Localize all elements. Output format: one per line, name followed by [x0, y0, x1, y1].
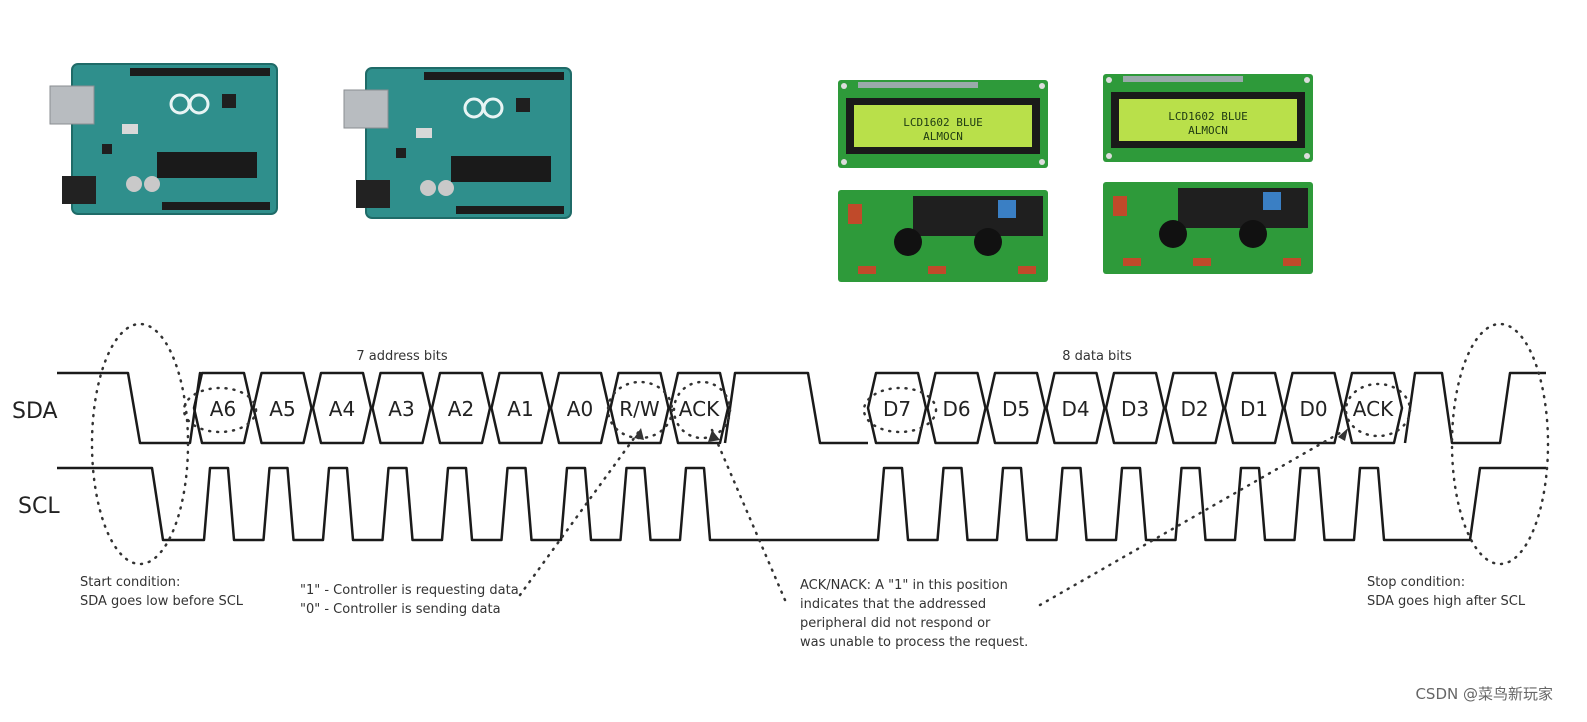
svg-text:SDA goes high after SCL: SDA goes high after SCL	[1367, 594, 1526, 609]
rw-arrow	[518, 428, 642, 597]
data-cell	[1164, 371, 1225, 445]
address-cell	[490, 371, 551, 445]
svg-text:peripheral did not respond or: peripheral did not respond or	[800, 616, 991, 631]
address-bit-label: A5	[269, 397, 295, 421]
data-bit-label: D3	[1121, 397, 1149, 421]
sda-label: SDA	[12, 399, 58, 424]
address-bit-label: A2	[448, 397, 474, 421]
stop-condition-marker	[1450, 322, 1550, 566]
ack-2-highlight	[1344, 382, 1412, 438]
address-cell	[192, 371, 254, 445]
address-bit-label: A4	[329, 397, 355, 421]
start-condition-note: Start condition: SDA goes low before SCL	[80, 575, 244, 609]
address-cell	[430, 371, 492, 445]
data-cell	[1223, 371, 1285, 445]
svg-text:Start condition:: Start condition:	[80, 575, 180, 590]
data-bit-label: D6	[942, 397, 970, 421]
svg-text:was unable to process the requ: was unable to process the request.	[800, 635, 1028, 650]
address-bit-label: A0	[567, 397, 593, 421]
lcd-module-2-back	[1103, 182, 1313, 274]
address-cell	[668, 371, 730, 445]
lcd-2-line-1: LCD1602 BLUE	[1168, 110, 1247, 123]
lcd-1-line-2: ALMOCN	[923, 130, 963, 143]
ack-nack-note: ACK/NACK: A "1" in this position indicat…	[800, 578, 1028, 650]
sda-waveform	[57, 371, 1546, 445]
data-bit-label: D1	[1240, 397, 1268, 421]
address-bit-labels: A6 A5 A4 A3 A2 A1 A0 R/W ACK	[210, 397, 720, 421]
start-condition-marker	[90, 322, 190, 566]
lcd-module-2-front: LCD1602 BLUE ALMOCN	[1103, 74, 1313, 162]
data-bit-label: D7	[883, 397, 911, 421]
arduino-uno-board-1	[48, 62, 279, 216]
data-bit-label: ACK	[1353, 397, 1394, 421]
data-bit-label: D0	[1299, 397, 1327, 421]
svg-text:SDA goes low before SCL: SDA goes low before SCL	[80, 594, 244, 609]
lcd-module-1-front: LCD1602 BLUE ALMOCN	[838, 80, 1048, 168]
lcd-2-line-2: ALMOCN	[1188, 124, 1228, 137]
data-bits-label: 8 data bits	[1062, 349, 1132, 364]
address-bit-label: A6	[210, 397, 236, 421]
address-cell	[609, 371, 670, 445]
svg-text:indicates that the addressed: indicates that the addressed	[800, 597, 986, 612]
lcd-module-1-back	[838, 190, 1048, 282]
svg-text:Stop condition:: Stop condition:	[1367, 575, 1465, 590]
svg-text:"0" - Controller is sending da: "0" - Controller is sending data	[300, 602, 501, 617]
ack-2-arrow	[1038, 428, 1347, 607]
scl-label: SCL	[18, 494, 60, 519]
csdn-watermark: CSDN @菜鸟新玩家	[1415, 685, 1553, 703]
data-cell	[1342, 371, 1404, 445]
stop-condition-note: Stop condition: SDA goes high after SCL	[1367, 575, 1526, 609]
address-bit-label: ACK	[679, 397, 720, 421]
data-cell	[926, 371, 987, 445]
data-cell	[1045, 371, 1106, 445]
data-cell	[866, 371, 928, 445]
ack-highlight	[672, 380, 732, 440]
address-bit-label: A1	[507, 397, 533, 421]
data-cell	[1283, 371, 1344, 445]
svg-text:ACK/NACK: A "1" in this positi: ACK/NACK: A "1" in this position	[800, 578, 1008, 593]
data-bit-label: D2	[1180, 397, 1208, 421]
data-cell	[985, 371, 1047, 445]
scl-waveform	[57, 466, 1546, 542]
data-bit-label: D5	[1002, 397, 1030, 421]
svg-text:"1" - Controller is requesting: "1" - Controller is requesting data	[300, 583, 519, 598]
rw-note: "1" - Controller is requesting data "0" …	[300, 583, 519, 617]
address-cell	[311, 371, 373, 445]
address-cell	[252, 371, 313, 445]
data-bit-label: D4	[1061, 397, 1089, 421]
d7-highlight	[862, 386, 938, 434]
arduino-uno-board-2	[342, 66, 573, 220]
address-bits-label: 7 address bits	[356, 349, 448, 364]
lcd-1-line-1: LCD1602 BLUE	[903, 116, 982, 129]
ack-arrow	[710, 428, 787, 602]
data-bit-labels: D7 D6 D5 D4 D3 D2 D1 D0 ACK	[883, 397, 1394, 421]
data-cell	[1104, 371, 1166, 445]
a6-highlight	[182, 386, 258, 434]
address-bit-label: R/W	[619, 397, 660, 421]
address-cell	[371, 371, 432, 445]
address-bit-label: A3	[388, 397, 414, 421]
